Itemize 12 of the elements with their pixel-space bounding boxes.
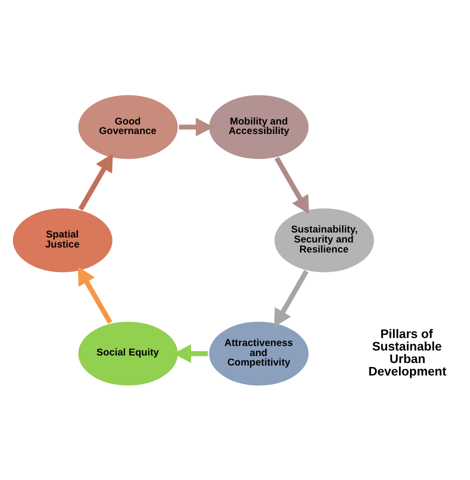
arrow (274, 156, 310, 214)
node-ellipse: Attractiveness and Competitivity (207, 320, 310, 387)
node-ellipse: Sustainability, Security and Resilience (272, 206, 376, 274)
arrow (78, 266, 112, 324)
arrow (78, 152, 113, 210)
node-ellipse: Social Equity (76, 320, 180, 387)
node-ellipse: Spatial Justice (11, 206, 114, 274)
label: Pillars of Sustainable Urban Development (368, 326, 446, 378)
arrow (274, 270, 309, 327)
node-ellipse: Mobility and Accessibility (207, 92, 310, 160)
node-ellipse: Good Governance (76, 92, 180, 160)
arrow (179, 117, 214, 136)
